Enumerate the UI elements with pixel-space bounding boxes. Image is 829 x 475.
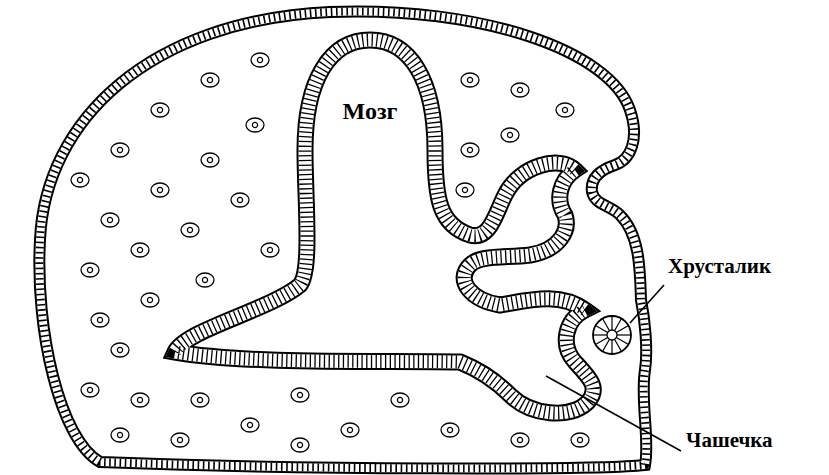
mesenchyme-cell xyxy=(571,433,589,447)
ectoderm-outline xyxy=(39,11,646,468)
mesenchyme-cell xyxy=(441,423,459,437)
mesenchyme-cell xyxy=(171,433,189,447)
mesenchyme-cell xyxy=(341,423,359,437)
mesenchyme-cell xyxy=(196,273,214,287)
mesenchyme-cell xyxy=(556,103,574,117)
mesenchyme-cell xyxy=(251,53,269,67)
leader-line xyxy=(546,376,681,451)
mesenchyme-cell xyxy=(291,438,309,452)
lens-outline xyxy=(593,316,631,354)
ectoderm xyxy=(39,11,646,468)
mesenchyme-cell xyxy=(111,428,129,442)
mesenchyme-cell xyxy=(131,243,149,257)
leader-line xyxy=(630,285,664,323)
lens-vesicle xyxy=(593,316,631,354)
mesenchyme-cell xyxy=(181,223,199,237)
mesenchyme-cell xyxy=(151,183,169,197)
mesenchyme-cell xyxy=(501,128,519,142)
ectoderm-fill xyxy=(39,11,646,468)
lens-cells xyxy=(593,316,631,354)
mesenchyme-cell xyxy=(456,183,474,197)
mesenchyme-cell xyxy=(101,213,119,227)
mesenchyme-cell xyxy=(291,388,309,402)
lens-cell-line xyxy=(616,326,628,333)
mesenchyme-cell xyxy=(511,83,529,97)
lens-cell-line xyxy=(596,326,608,333)
lens-cell-line xyxy=(596,338,608,345)
mesenchyme-cell xyxy=(241,418,259,432)
mesenchyme-cell xyxy=(81,263,99,277)
lens-core xyxy=(607,330,617,340)
lens-cell-line xyxy=(617,334,631,335)
brain-label: Мозг xyxy=(343,98,398,126)
mesenchyme-cell xyxy=(91,313,109,327)
neural-tube xyxy=(175,40,593,413)
mesenchyme-cell xyxy=(111,143,129,157)
lens-cell-line xyxy=(615,319,622,331)
neural-wall-cells xyxy=(175,40,593,413)
lens-label: Хрусталик xyxy=(668,254,771,278)
mesenchyme-cell xyxy=(461,143,479,157)
lens-cell-line xyxy=(611,340,612,354)
mesenchyme-cell xyxy=(201,153,219,167)
mesenchyme-cell xyxy=(81,383,99,397)
neural-wall-outline xyxy=(175,40,593,413)
cup-label: Чашечка xyxy=(686,428,773,452)
neural-wall-fill xyxy=(175,40,593,413)
lens-cell-line xyxy=(603,319,610,331)
lens-cell-line xyxy=(593,334,607,335)
lens-cell-line xyxy=(603,339,610,351)
mesenchyme-cell xyxy=(231,193,249,207)
mesenchyme-cell xyxy=(261,243,279,257)
ectoderm-cells xyxy=(39,11,646,468)
lens-cell-line xyxy=(616,338,628,345)
mesenchyme-cell xyxy=(461,73,479,87)
mesenchyme-cell xyxy=(71,173,89,187)
mesenchyme-cell xyxy=(246,118,264,132)
mesenchyme-cell xyxy=(201,73,219,87)
mesenchyme-cell xyxy=(191,393,209,407)
mesenchyme-cell xyxy=(131,393,149,407)
mesenchyme-cell xyxy=(111,343,129,357)
mesenchyme-cell xyxy=(391,393,409,407)
lens-cell-line xyxy=(615,339,622,351)
mesenchyme-cell xyxy=(511,433,529,447)
lens-cell-line xyxy=(611,316,612,330)
mesenchyme-cell xyxy=(141,293,159,307)
mesenchyme-cell xyxy=(151,103,169,117)
